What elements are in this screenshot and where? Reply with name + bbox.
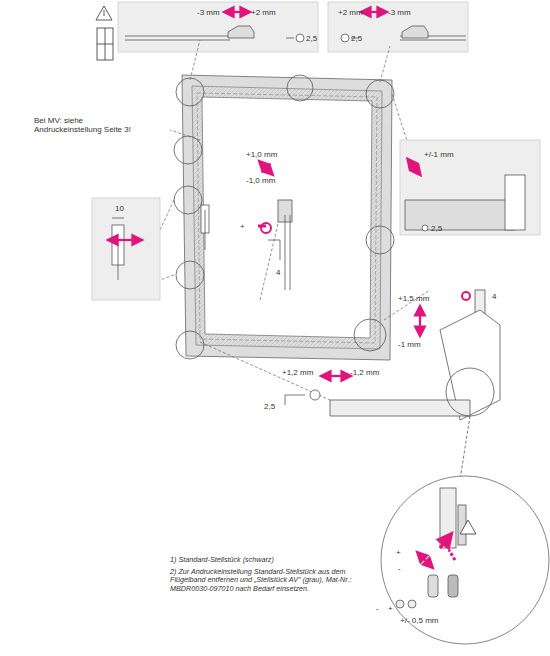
dimension-label: +2 mm xyxy=(338,8,363,17)
dimension-label: 2,5 xyxy=(264,402,275,411)
dimension-label: -1,2 mm xyxy=(350,368,379,377)
dimension-label: 4 xyxy=(492,292,496,301)
dimension-label: - xyxy=(398,564,401,573)
dimension-label: +1,5 mm xyxy=(398,294,429,303)
footnote: 1) Standard-Stellstück (schwarz) xyxy=(170,556,370,564)
dimension-label: +1,0 mm xyxy=(246,150,277,159)
dimension-label: 2,5 xyxy=(431,224,442,233)
dimension-label: + xyxy=(388,604,393,613)
dimension-label: -3 mm xyxy=(388,8,411,17)
dimension-label: +/- 0,5 mm xyxy=(400,616,438,625)
dimension-label: - xyxy=(376,604,379,613)
dimension-label: -3 mm xyxy=(197,8,220,17)
dimension-label: -1 mm xyxy=(398,340,421,349)
dimension-label: + xyxy=(240,222,245,231)
dimension-label: 2,5 xyxy=(351,34,362,43)
dimension-label: +/-1 mm xyxy=(424,150,454,159)
footnote: 2) Zur Andruckeinstellung Standard-Stell… xyxy=(170,568,375,593)
note-text: Bei MV: siehe Andruckeinstellung Seite 3… xyxy=(34,116,144,134)
dimension-label: 10 xyxy=(115,204,124,213)
dimension-label: +1,2 mm xyxy=(282,368,313,377)
dimension-label: 2,5 xyxy=(306,34,317,43)
dimension-label: 4 xyxy=(276,268,280,277)
dimension-label: + xyxy=(396,548,401,557)
dimension-label: +2 mm xyxy=(251,8,276,17)
dimension-label: -1,0 mm xyxy=(246,176,275,185)
